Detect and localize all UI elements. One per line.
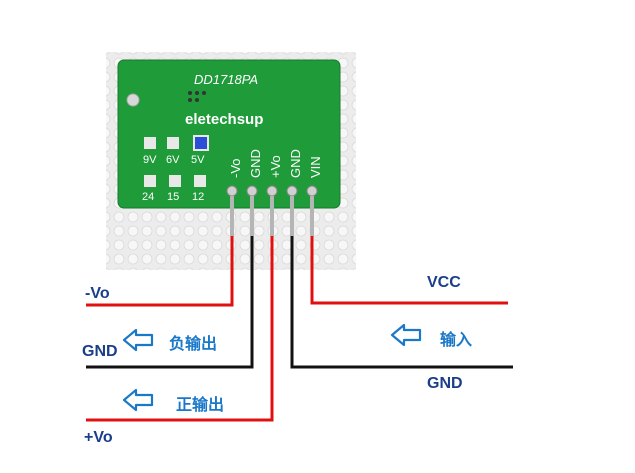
label-gnd-input: GND bbox=[427, 375, 463, 392]
arrow-input-icon bbox=[390, 323, 422, 347]
via bbox=[202, 91, 206, 95]
board-brand-text: eletechsup bbox=[185, 111, 263, 128]
via bbox=[195, 91, 199, 95]
mounting-hole bbox=[126, 93, 140, 107]
arrow-neg-output-icon bbox=[122, 328, 154, 352]
jumper-label-15: 15 bbox=[167, 191, 179, 203]
label-neg-output-caption: 负输出 bbox=[169, 336, 218, 353]
label-gnd-output: GND bbox=[82, 343, 118, 360]
pin-label-gnd-1: GND bbox=[248, 149, 263, 178]
jumper-label-12: 12 bbox=[192, 191, 204, 203]
pin-label-pos-vo: +Vo bbox=[268, 155, 283, 178]
jumper-label-6v: 6V bbox=[166, 154, 180, 166]
jumper-label-5v: 5V bbox=[191, 154, 205, 166]
pcb-board bbox=[117, 59, 341, 209]
label-input-caption: 输入 bbox=[440, 332, 473, 349]
pin-label-gnd-2: GND bbox=[288, 149, 303, 178]
label-pos-vo: +Vo bbox=[84, 429, 113, 446]
jumper-pad bbox=[194, 175, 206, 187]
pin-header bbox=[226, 185, 318, 236]
wire-gnd-input bbox=[290, 236, 513, 369]
via bbox=[195, 98, 199, 102]
label-neg-vo: -Vo bbox=[85, 285, 110, 302]
arrow-pos-output-icon bbox=[122, 388, 154, 412]
jumper-label-24: 24 bbox=[142, 191, 154, 203]
wire-vin bbox=[310, 236, 508, 305]
jumper-pad bbox=[144, 137, 156, 149]
jumper-label-9v: 9V bbox=[143, 154, 157, 166]
pin-label-neg-vo: -Vo bbox=[228, 158, 243, 178]
wire-pos-vo bbox=[86, 236, 274, 422]
jumper-pad-selected bbox=[193, 135, 209, 151]
wire-gnd-output bbox=[86, 236, 254, 369]
pin-label-vin: VIN bbox=[308, 156, 323, 178]
jumper-pad bbox=[167, 137, 179, 149]
jumper-pad bbox=[144, 175, 156, 187]
wire-neg-vo bbox=[86, 236, 234, 307]
jumper-pad bbox=[169, 175, 181, 187]
board-model-text: DD1718PA bbox=[194, 72, 258, 87]
via bbox=[188, 98, 192, 102]
label-pos-output-caption: 正输出 bbox=[176, 397, 225, 414]
label-vcc: VCC bbox=[427, 274, 461, 291]
via bbox=[188, 91, 192, 95]
